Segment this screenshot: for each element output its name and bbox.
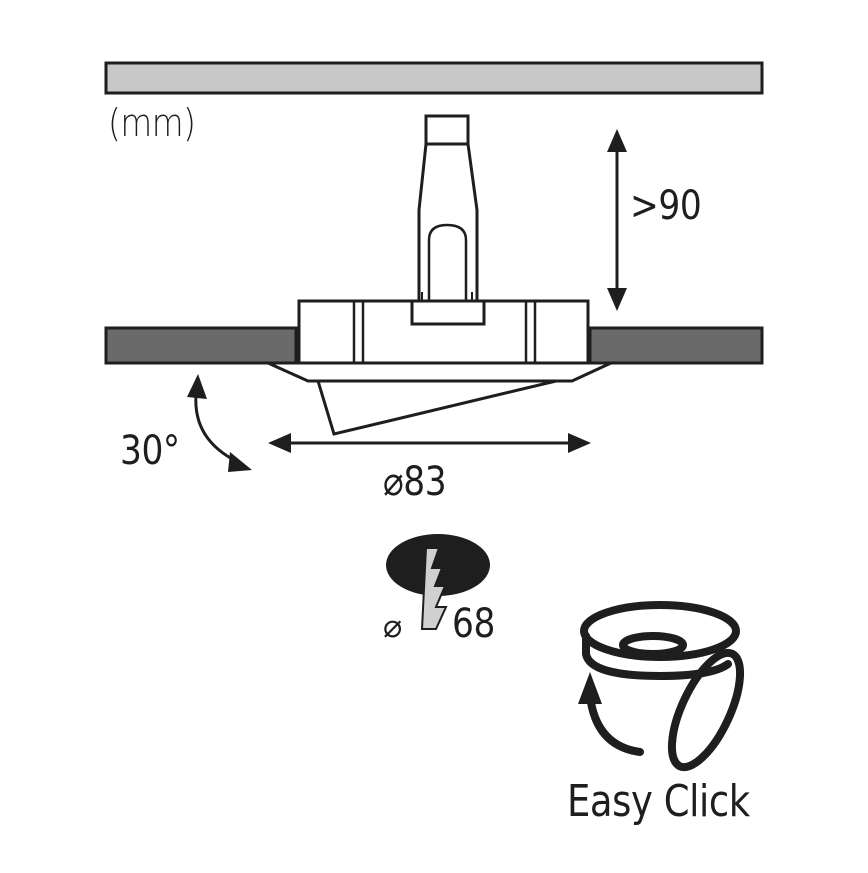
- diameter-dimension-arrow: [268, 433, 591, 453]
- unit-label: (mm): [108, 101, 196, 145]
- cutout-diameter-label: 68: [452, 601, 495, 647]
- ceiling-panel: [104, 61, 764, 95]
- spotlight-fixture-icon: [267, 114, 612, 436]
- easy-click-rotate-icon: [578, 601, 745, 772]
- tilt-angle-arrow: [187, 374, 252, 472]
- mounting-surface: [104, 326, 764, 365]
- cutout-diameter-symbol: ⌀: [383, 607, 402, 645]
- tilt-angle-label: 30°: [120, 428, 180, 474]
- height-dimension-arrow: [607, 129, 627, 311]
- outer-diameter-label: ⌀83: [383, 459, 447, 505]
- min-height-label: >90: [630, 183, 702, 229]
- easy-click-label: Easy Click: [567, 776, 750, 827]
- drill-hole-cutout-icon: [386, 534, 490, 630]
